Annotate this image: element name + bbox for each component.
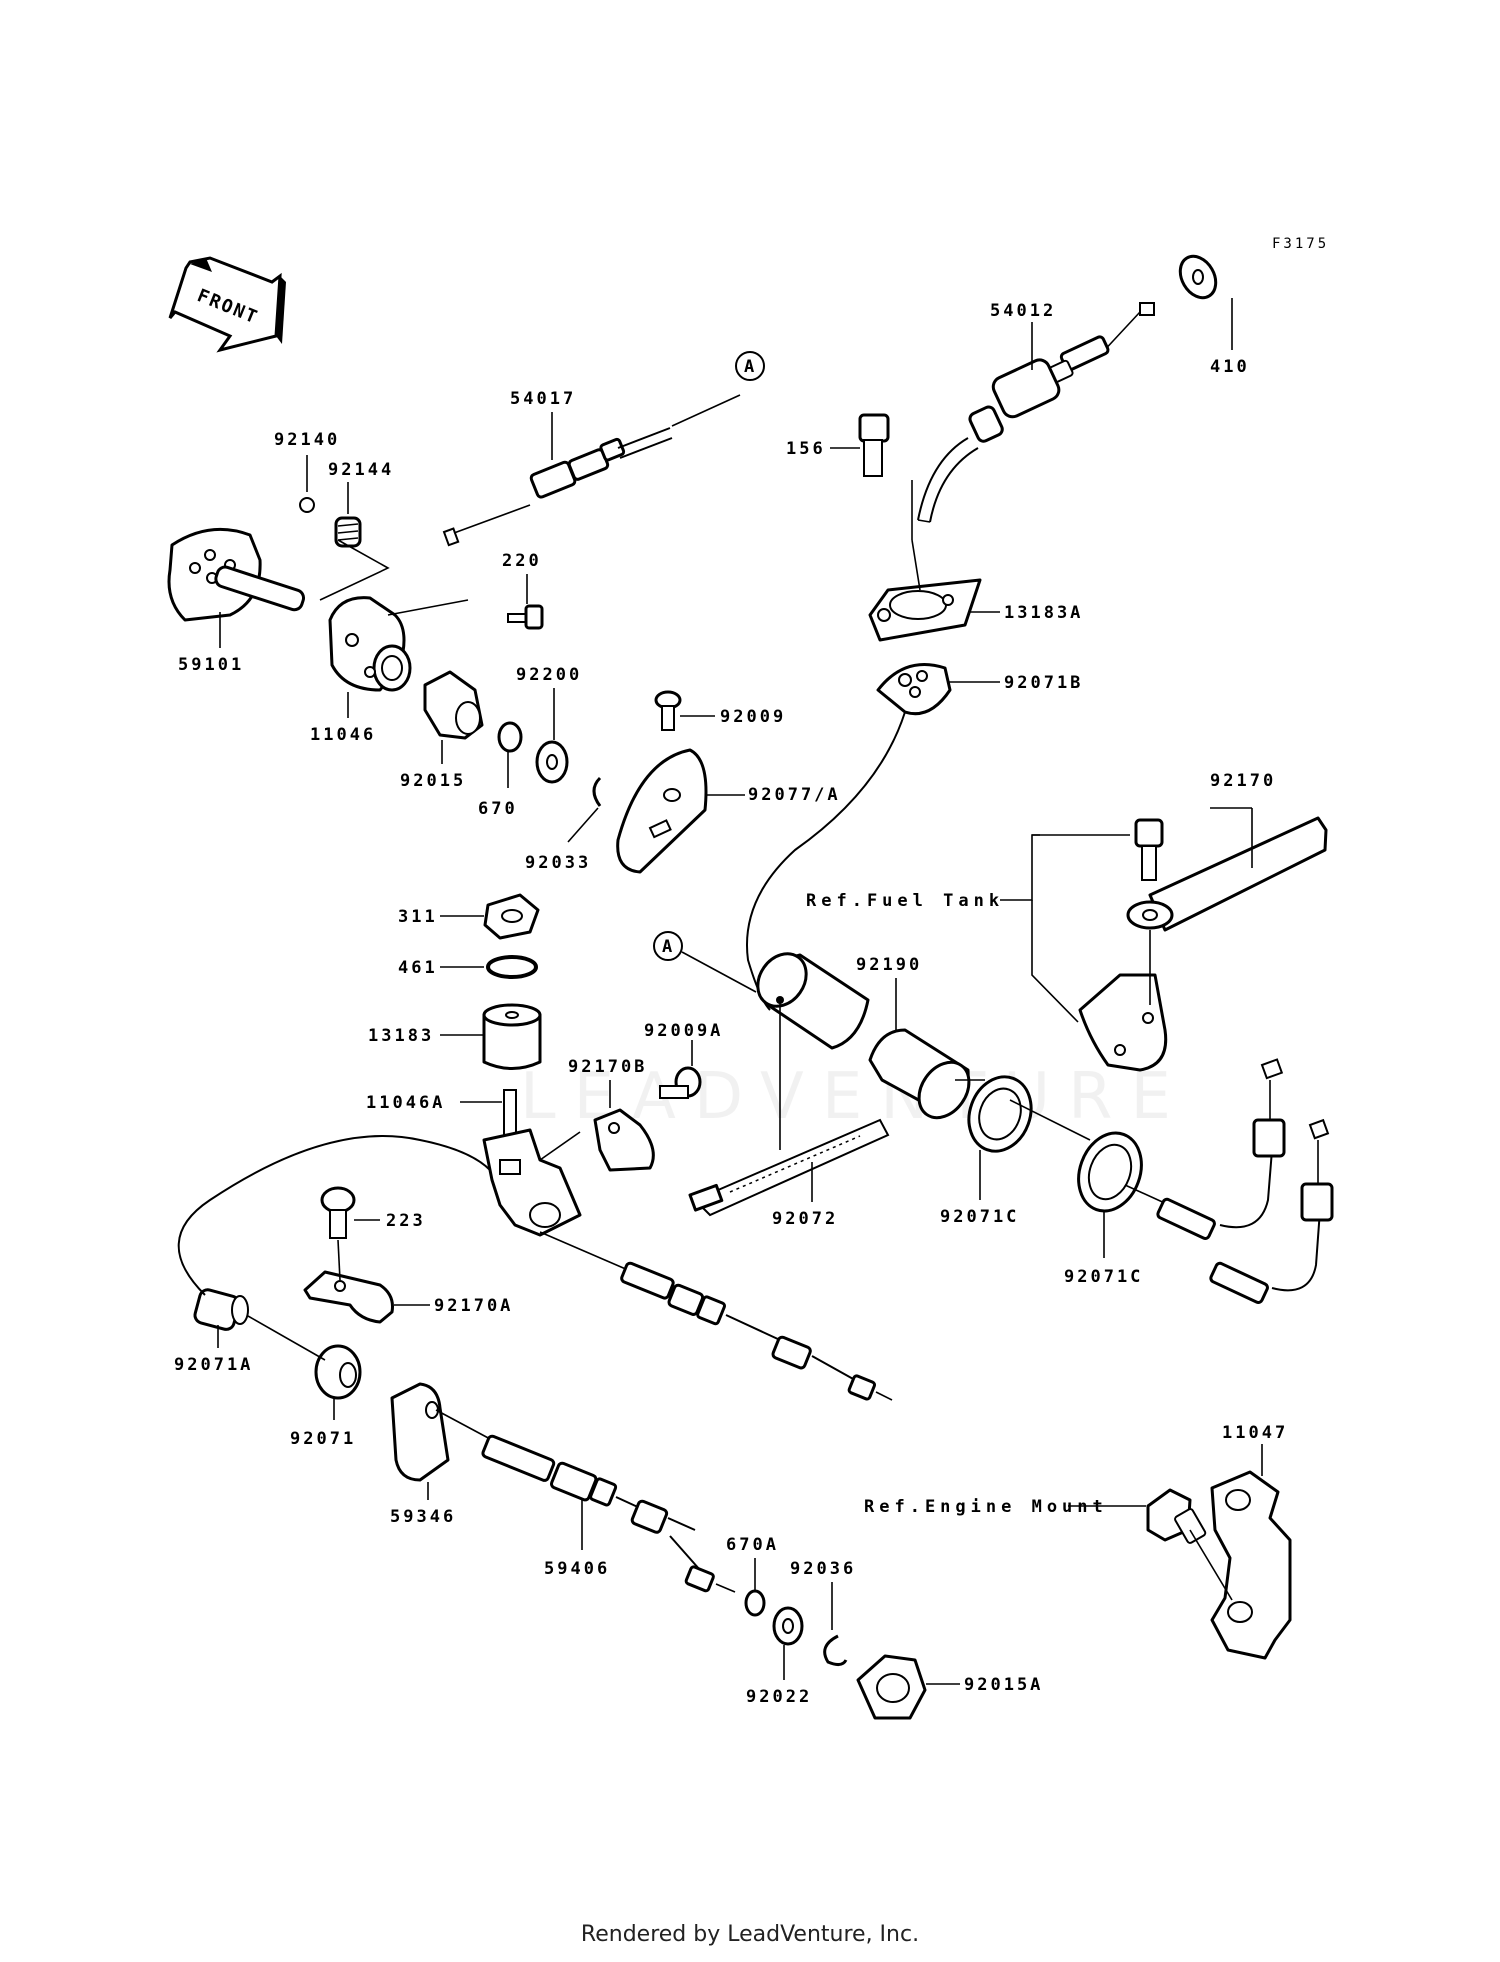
screw-223 — [320, 1186, 356, 1239]
label-92170: 92170 — [1210, 771, 1276, 791]
clip-92036 — [823, 1634, 848, 1667]
footer-credit: Rendered by LeadVenture, Inc. — [580, 1922, 920, 1947]
label-92071: 92071 — [290, 1429, 356, 1449]
holder-11046 — [328, 596, 412, 692]
label-92071c-a: 92071C — [940, 1207, 1019, 1227]
sleeve-92190 — [756, 952, 971, 1120]
ball-92140 — [299, 497, 315, 513]
label-13183: 13183 — [368, 1026, 434, 1046]
front-arrow-icon: FRONT — [168, 256, 286, 353]
label-92009a: 92009A — [644, 1021, 723, 1041]
washer-461 — [486, 955, 538, 979]
clamp-92170b — [539, 1108, 655, 1172]
ref-fuel-tank: Ref.Fuel Tank — [806, 891, 1004, 911]
clamp-92170a — [303, 1239, 394, 1324]
label-59406: 59406 — [544, 1559, 610, 1579]
bracket-11046a — [482, 1089, 582, 1237]
lever-59101 — [167, 527, 306, 622]
bolt-strap — [1134, 818, 1164, 881]
grommet-92071c-upper — [955, 1075, 1033, 1153]
block-59346 — [390, 1382, 450, 1482]
oring-670a — [744, 1589, 766, 1617]
label-92036: 92036 — [790, 1559, 856, 1579]
label-92144: 92144 — [328, 460, 394, 480]
bolt-156 — [858, 413, 890, 477]
washer-410 — [1178, 254, 1218, 300]
label-13183a: 13183A — [1004, 603, 1083, 623]
ref-engine-mount: Ref.Engine Mount — [864, 1497, 1108, 1517]
label-92033: 92033 — [525, 853, 591, 873]
circlip-92033 — [592, 776, 602, 807]
label-92077a: 92077/A — [748, 785, 841, 805]
callout-a-bottom-letter: A — [662, 937, 672, 957]
nut-92015a — [856, 1654, 927, 1720]
label-92072: 92072 — [772, 1209, 838, 1229]
label-59346: 59346 — [390, 1507, 456, 1527]
label-670a: 670A — [726, 1535, 779, 1555]
mount-bolt — [1146, 1488, 1207, 1544]
label-410: 410 — [1210, 357, 1250, 377]
washer-92200 — [535, 740, 569, 784]
cable-59406 — [435, 1409, 736, 1593]
cable-54017 — [442, 394, 741, 547]
label-92015: 92015 — [400, 771, 466, 791]
nut-92015 — [423, 670, 484, 740]
bracket-fuel-tank — [1078, 930, 1168, 1072]
label-156: 156 — [786, 439, 826, 459]
callout-a-top — [735, 351, 765, 381]
cable-upper-lower — [539, 1231, 893, 1401]
cover-92077a — [616, 748, 708, 874]
label-311: 311 — [398, 907, 438, 927]
label-92200: 92200 — [516, 665, 582, 685]
screw-220 — [507, 604, 544, 630]
grommet-92071a — [193, 1288, 249, 1331]
label-220: 220 — [502, 551, 542, 571]
label-670: 670 — [478, 799, 518, 819]
label-11046a: 11046A — [366, 1093, 445, 1113]
label-92071a: 92071A — [174, 1355, 253, 1375]
label-11047: 11047 — [1222, 1423, 1288, 1443]
spacer-13183 — [482, 1003, 542, 1070]
label-461: 461 — [398, 958, 438, 978]
label-54012: 54012 — [990, 301, 1056, 321]
grommet-92071c-lower — [1077, 1131, 1143, 1213]
oring-670 — [497, 721, 523, 753]
label-59101: 59101 — [178, 655, 244, 675]
grommet-92071b — [876, 663, 952, 716]
label-92071b: 92071B — [1004, 673, 1083, 693]
bracket-11047 — [1189, 1470, 1292, 1660]
label-92170b: 92170B — [568, 1057, 647, 1077]
label-92009: 92009 — [720, 707, 786, 727]
label-11046: 11046 — [310, 725, 376, 745]
label-92170a: 92170A — [434, 1296, 513, 1316]
screw-92009 — [654, 690, 682, 731]
grommet-92071 — [247, 1315, 362, 1400]
label-92190: 92190 — [856, 955, 922, 975]
label-92140: 92140 — [274, 430, 340, 450]
plate-13183a — [868, 480, 982, 642]
cable-54012 — [917, 302, 1155, 523]
callout-a-top-letter: A — [744, 357, 754, 377]
tie-92072 — [688, 1118, 890, 1217]
nut-311 — [483, 893, 540, 940]
screw-92009a — [659, 1066, 702, 1099]
figure-code: F3175 — [1272, 236, 1329, 252]
label-92071c-b: 92071C — [1064, 1267, 1143, 1287]
callout-a-bottom — [653, 931, 683, 961]
label-92022: 92022 — [746, 1687, 812, 1707]
washer-92022 — [772, 1606, 804, 1646]
spring-92144 — [334, 516, 362, 548]
label-223: 223 — [386, 1211, 426, 1231]
strap-92170 — [1126, 816, 1328, 932]
label-92015a: 92015A — [964, 1675, 1043, 1695]
label-54017: 54017 — [510, 389, 576, 409]
cable-ends-right — [1009, 1058, 1334, 1304]
